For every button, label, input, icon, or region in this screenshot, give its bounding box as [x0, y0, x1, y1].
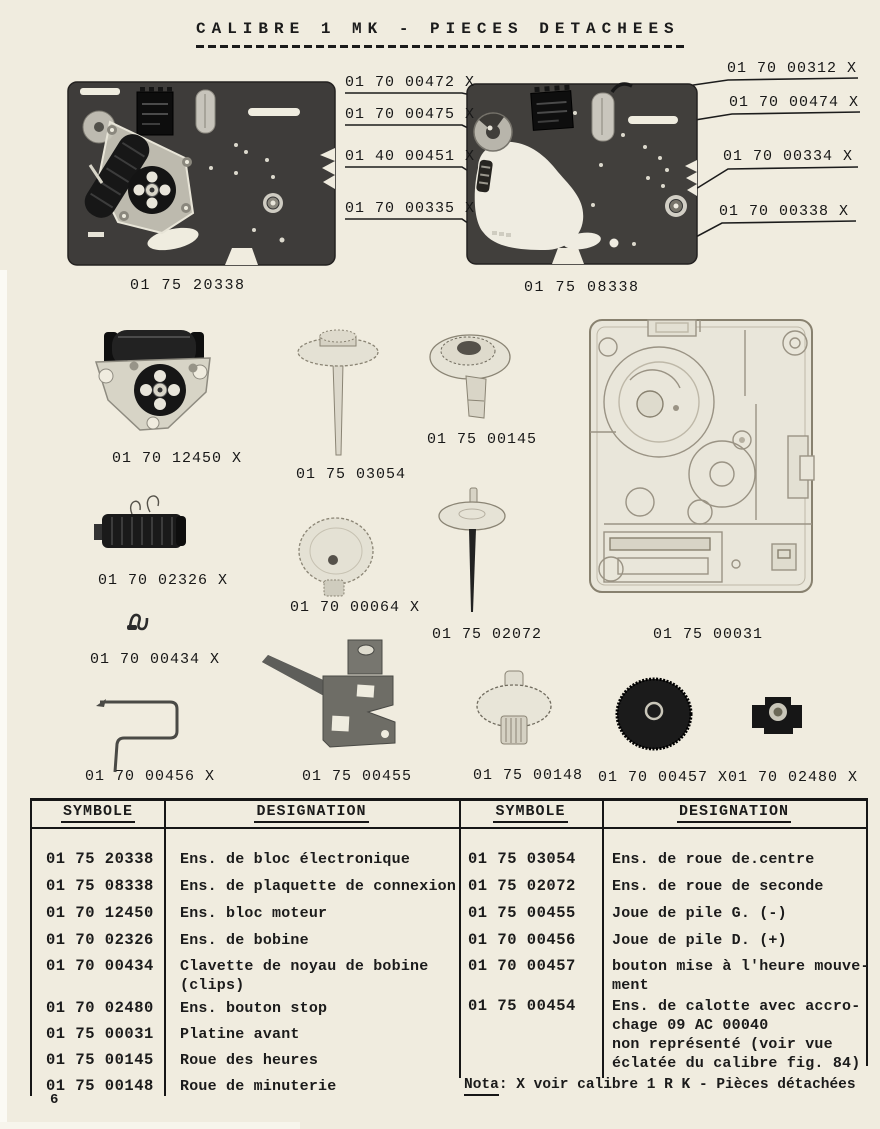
callout-label: 01 70 00338 X	[719, 203, 850, 220]
column-header: DESIGNATION	[164, 803, 459, 825]
callout-label: 01 70 00474 X	[729, 94, 860, 111]
solder-dots-left	[209, 143, 285, 243]
callout-label: 01 70 00334 X	[723, 148, 854, 165]
board-caption-right: 01 75 08338	[524, 279, 640, 296]
bracket-photo	[262, 639, 396, 748]
part-label: 01 75 00455	[302, 768, 413, 785]
nota-line: Nota: X voir calibre 1 R K - Pièces déta…	[464, 1077, 856, 1096]
callout-label: 01 70 00475 X	[345, 106, 476, 123]
contact-wire-photo	[96, 699, 179, 773]
part-label: 01 75 02072	[432, 626, 543, 643]
motor-block-photo	[94, 330, 211, 431]
part-label: 01 70 00064 X	[290, 599, 421, 616]
column-header: DESIGNATION	[602, 803, 866, 825]
clip-photo	[127, 613, 149, 631]
part-label: 01 75 00148	[473, 767, 584, 784]
coil-photo	[94, 495, 186, 548]
table-header-rule	[30, 827, 868, 829]
callout-label: 01 70 00335 X	[345, 200, 476, 217]
part-label: 01 70 02480 X	[728, 769, 859, 786]
trimmer-capacitor	[473, 112, 513, 152]
front-plate-photo	[589, 319, 815, 593]
part-label: 01 70 12450 X	[112, 450, 243, 467]
part-label: 01 70 00434 X	[90, 651, 221, 668]
minute-wheel-photo	[476, 670, 552, 745]
table-border-right	[866, 798, 868, 1066]
table-divider	[602, 798, 604, 1078]
column-header: SYMBOLE	[459, 803, 602, 825]
page-title: CALIBRE 1 MK - PIECES DETACHEES	[196, 20, 680, 38]
nota-text: : X voir calibre 1 R K - Pièces détachée…	[498, 1077, 856, 1093]
part-label: 01 75 03054	[296, 466, 407, 483]
part-label: 01 75 00031	[653, 626, 764, 643]
column-header: SYMBOLE	[32, 803, 164, 825]
table-divider	[459, 798, 461, 1078]
scan-edge	[0, 270, 7, 1129]
callout-label: 01 70 00472 X	[345, 74, 476, 91]
callout-label: 01 40 00451 X	[345, 148, 476, 165]
transistor	[476, 159, 493, 193]
part-label: 01 75 00145	[427, 431, 538, 448]
stop-button-photo	[752, 697, 802, 734]
nota-label: Nota	[464, 1077, 499, 1096]
scan-edge	[0, 1122, 300, 1129]
pcb-board-right-photo	[466, 82, 698, 265]
seconds-wheel-photo	[438, 487, 506, 612]
part-label: 01 70 00456 X	[85, 768, 216, 785]
board-caption-left: 01 75 20338	[130, 277, 246, 294]
part-label: 01 70 00457 X	[598, 769, 729, 786]
callout-label: 01 70 00312 X	[727, 60, 858, 77]
solder-dots-right	[573, 111, 669, 246]
ic-chip-right	[530, 84, 574, 131]
board-cutout	[474, 141, 584, 250]
title-underline	[196, 45, 688, 48]
hour-wheel-photo	[429, 334, 511, 419]
setting-wheel-photo	[615, 677, 693, 751]
crystal-right	[591, 92, 615, 142]
table-divider	[164, 798, 166, 1096]
centre-wheel-photo	[297, 329, 379, 456]
wheel-00064-photo	[298, 517, 374, 597]
crystal-left	[195, 89, 216, 134]
table-border-left	[30, 798, 32, 1096]
table-top-rule	[30, 798, 868, 801]
page-number: 6	[50, 1092, 59, 1108]
pcb-board-left-photo	[67, 81, 336, 266]
motor-assembly	[84, 120, 195, 235]
ic-chip-left	[136, 87, 174, 136]
part-label: 01 70 02326 X	[98, 572, 229, 589]
